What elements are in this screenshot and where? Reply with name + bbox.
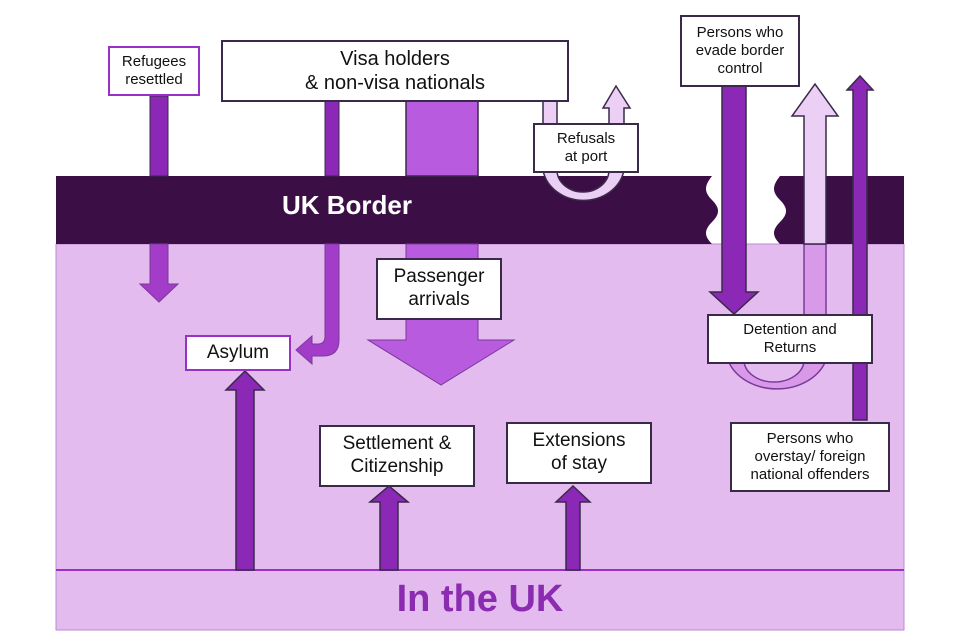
- uk-border-label: UK Border: [282, 190, 413, 220]
- visa-holders-box: Visa holders & non-visa nationals: [221, 40, 569, 102]
- refugees-resettled-label: Refugees resettled: [121, 53, 187, 88]
- settlement-citizenship-box: Settlement & Citizenship: [319, 425, 475, 487]
- detention-returns-box: Detention and Returns: [707, 314, 873, 364]
- passenger-arrivals-box: Passenger arrivals: [376, 258, 502, 320]
- passenger-arrivals-label: Passenger arrivals: [393, 266, 485, 310]
- evade-arrow: [708, 85, 760, 316]
- uk-border-band: [56, 176, 718, 244]
- detention-returns-label: Detention and Returns: [743, 321, 837, 356]
- visa-to-asylum-arrow: [295, 243, 340, 366]
- persons-evade-label: Persons who evade border control: [695, 24, 785, 77]
- returns-up-arrow: [790, 82, 840, 245]
- in-the-uk-label: In the UK: [396, 578, 564, 620]
- extensions-up-arrow: [554, 484, 592, 571]
- persons-overstay-label: Persons who overstay/ foreign national o…: [750, 430, 870, 483]
- refugees-arrow-down: [138, 243, 180, 303]
- settlement-citizenship-label: Settlement & Citizenship: [342, 433, 452, 477]
- extensions-of-stay-label: Extensions of stay: [532, 430, 626, 474]
- refusals-at-port-box: Refusals at port: [533, 123, 639, 173]
- passenger-arrivals-arrow: [405, 99, 479, 177]
- refugees-arrow-shaft: [149, 95, 169, 177]
- extensions-of-stay-box: Extensions of stay: [506, 422, 652, 484]
- visa-holders-label: Visa holders & non-visa nationals: [304, 48, 486, 94]
- persons-evade-box: Persons who evade border control: [680, 15, 800, 87]
- persons-overstay-box: Persons who overstay/ foreign national o…: [730, 422, 890, 492]
- refugees-resettled-box: Refugees resettled: [108, 46, 200, 96]
- asylum-label: Asylum: [206, 341, 270, 363]
- settlement-up-arrow: [367, 485, 411, 571]
- asylum-up-arrow: [224, 369, 266, 571]
- uk-border-band-right: [774, 176, 904, 244]
- asylum-box: Asylum: [185, 335, 291, 371]
- refusals-at-port-label: Refusals at port: [556, 130, 616, 165]
- visa-to-asylum-shaft: [324, 99, 340, 177]
